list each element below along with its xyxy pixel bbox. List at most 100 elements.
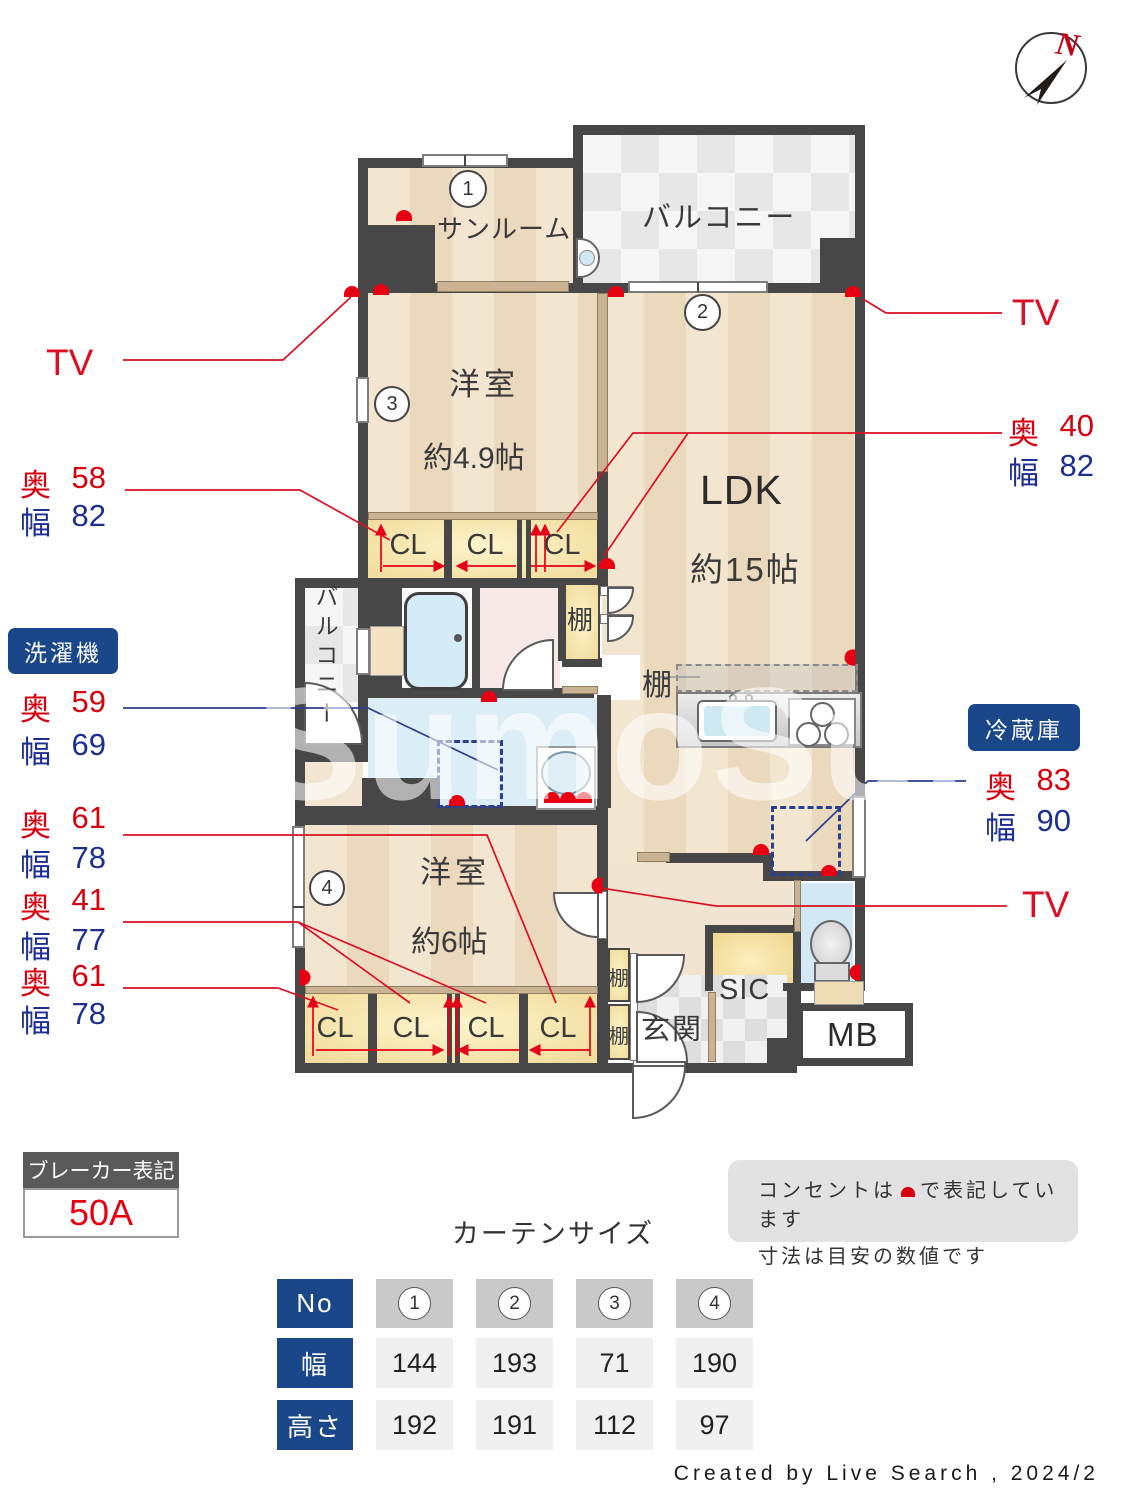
circled-number: 2 bbox=[498, 1287, 531, 1320]
sliding-door bbox=[437, 281, 569, 292]
balcony-top-label: バルコニー bbox=[642, 202, 797, 234]
corridor-floor bbox=[600, 655, 640, 700]
window-divider bbox=[464, 155, 466, 166]
marker-number: 2 bbox=[696, 301, 709, 323]
mb-label: MB bbox=[827, 1016, 879, 1053]
depth-value: 59 bbox=[71, 684, 106, 719]
shelf-cabinet bbox=[608, 1004, 630, 1060]
outlet-icon bbox=[373, 284, 389, 295]
depth-label: 奥 bbox=[20, 692, 51, 727]
depth-label: 奥 bbox=[20, 890, 51, 925]
table-width-1: 144 bbox=[376, 1338, 453, 1388]
table-height-1: 192 bbox=[376, 1400, 453, 1450]
window-divider bbox=[697, 282, 699, 292]
table-height-4: 97 bbox=[676, 1400, 753, 1450]
width-value: 77 bbox=[71, 922, 106, 957]
closet-label: CL bbox=[543, 529, 581, 561]
depth-label: 奥 bbox=[20, 468, 51, 503]
blue-leader-lines bbox=[123, 707, 966, 842]
curtain-marker-1: 1 bbox=[449, 170, 487, 208]
window-divider bbox=[293, 906, 304, 908]
balcony-left-label: バルコニー bbox=[312, 585, 338, 730]
wall bbox=[358, 158, 368, 578]
wall bbox=[295, 740, 368, 762]
faucet bbox=[729, 694, 737, 702]
wall bbox=[295, 806, 608, 825]
outlet-icon bbox=[608, 286, 624, 297]
shelf-label: 棚 bbox=[567, 605, 594, 635]
table-col-1: 1 bbox=[376, 1279, 453, 1328]
outlet-icon bbox=[481, 691, 497, 702]
shelf-cabinet bbox=[564, 583, 600, 661]
bedroom2-size: 約6帖 bbox=[411, 926, 488, 959]
bathtub-drain bbox=[454, 634, 462, 642]
closet-divider bbox=[517, 514, 522, 578]
dim-cl-top-left-depth: 奥 58 bbox=[20, 460, 106, 505]
closet-row-top-floor bbox=[368, 514, 598, 578]
closet-divider bbox=[526, 514, 531, 578]
circled-number: 3 bbox=[598, 1287, 631, 1320]
burner bbox=[824, 722, 849, 747]
bedroom2-floor bbox=[305, 825, 597, 993]
wall bbox=[368, 688, 594, 698]
wall bbox=[472, 585, 480, 695]
kitchen-shelf-dashed bbox=[676, 664, 858, 692]
refrigerator-space-dashed bbox=[771, 806, 841, 876]
wall bbox=[597, 512, 608, 578]
wall bbox=[793, 918, 801, 1008]
closet-track bbox=[305, 986, 598, 994]
curtain-marker-4: 4 bbox=[309, 870, 345, 906]
dimension-arrows bbox=[307, 523, 597, 1056]
door-arcs bbox=[304, 587, 689, 1120]
closet-track bbox=[368, 512, 598, 520]
toilet-counter bbox=[814, 981, 864, 1005]
window bbox=[356, 628, 370, 675]
outlet-icon bbox=[849, 964, 861, 981]
outlet-icon bbox=[591, 877, 603, 894]
width-label: 幅 bbox=[20, 1004, 51, 1039]
width-value: 69 bbox=[71, 727, 106, 762]
depth-label: 奥 bbox=[20, 808, 51, 843]
table-width-3: 71 bbox=[576, 1338, 653, 1388]
window bbox=[292, 826, 305, 948]
table-header-height: 高さ bbox=[277, 1400, 353, 1450]
depth-label: 奥 bbox=[20, 966, 51, 1001]
wall bbox=[573, 125, 583, 290]
entrance-step bbox=[708, 992, 716, 1062]
shelf-cabinet bbox=[608, 948, 630, 1002]
outlet-icon bbox=[576, 792, 592, 803]
outlet-icon bbox=[560, 792, 576, 803]
width-value: 90 bbox=[1036, 803, 1071, 838]
depth-label: 奥 bbox=[985, 770, 1016, 805]
width-value: 82 bbox=[1059, 448, 1094, 483]
depth-value: 58 bbox=[71, 460, 106, 495]
tv-annotation: TV bbox=[1022, 884, 1070, 925]
width-label: 幅 bbox=[20, 930, 51, 965]
circled-number: 4 bbox=[698, 1287, 731, 1320]
wall bbox=[705, 925, 795, 933]
tv-annotation: TV bbox=[1012, 292, 1060, 333]
wall bbox=[562, 658, 602, 667]
pillar bbox=[358, 225, 435, 285]
closet-divider bbox=[368, 988, 377, 1063]
wall bbox=[597, 470, 608, 520]
bedroom2-label: 洋室 bbox=[420, 855, 490, 890]
wall bbox=[558, 585, 566, 661]
marker-number: 4 bbox=[321, 876, 333, 899]
burner bbox=[796, 722, 821, 747]
wall bbox=[685, 1063, 797, 1073]
credit-text: Created by Live Search , 2024/2 bbox=[673, 1462, 1099, 1485]
wall bbox=[295, 1063, 640, 1073]
table-height-3: 112 bbox=[576, 1400, 653, 1450]
outlet-icon bbox=[396, 210, 412, 221]
fridge-badge: 冷蔵庫 bbox=[968, 704, 1080, 751]
closet-label: CL bbox=[539, 1012, 577, 1044]
window bbox=[356, 377, 369, 423]
outlet-icon bbox=[544, 792, 560, 803]
